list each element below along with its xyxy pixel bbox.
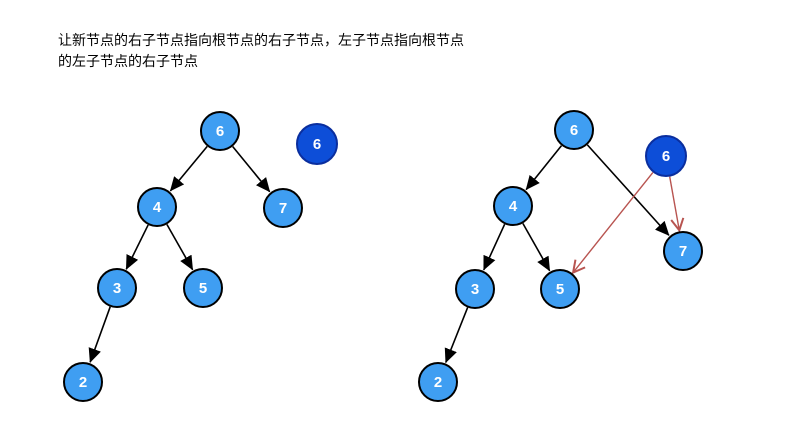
node-circle-right-2 (418, 362, 458, 402)
tree-node-left-new-6: 6 (296, 123, 338, 165)
edge-right-6-to-right-4 (525, 145, 563, 191)
edge-right-new-6-to-right-7 (669, 176, 680, 231)
edge-left-3-to-left-2 (88, 306, 111, 363)
edge-left-6-to-left-7 (232, 145, 271, 193)
new-node-circle-right-new-6 (645, 135, 687, 177)
edge-left-4-to-left-5 (166, 223, 194, 271)
tree-node-left-7: 7 (263, 188, 303, 228)
node-circle-left-7 (263, 188, 303, 228)
tree-node-left-4: 4 (137, 187, 177, 227)
tree-node-right-6: 6 (554, 110, 594, 150)
edge-right-4-to-right-5 (522, 223, 551, 272)
node-circle-left-2 (63, 362, 103, 402)
tree-node-right-2: 2 (418, 362, 458, 402)
caption-text: 让新节点的右子节点指向根节点的右子节点，左子节点指向根节点 的左子节点的右子节点 (58, 30, 464, 72)
node-circle-right-5 (540, 269, 580, 309)
tree-node-right-7: 7 (663, 231, 703, 271)
node-circle-left-5 (183, 268, 223, 308)
caption-line-1: 让新节点的右子节点指向根节点的右子节点，左子节点指向根节点 (58, 32, 464, 48)
edge-left-4-to-left-3 (125, 224, 149, 270)
tree-node-left-2: 2 (63, 362, 103, 402)
tree-edges (88, 144, 680, 364)
edge-right-4-to-right-3 (483, 223, 506, 271)
node-circle-right-6 (554, 110, 594, 150)
tree-node-right-5: 5 (540, 269, 580, 309)
node-circle-left-4 (137, 187, 177, 227)
tree-node-left-3: 3 (97, 268, 137, 308)
node-circle-right-4 (493, 186, 533, 226)
node-circle-left-3 (97, 268, 137, 308)
tree-node-left-6: 6 (200, 111, 240, 151)
tree-node-right-4: 4 (493, 186, 533, 226)
caption-line-2: 的左子节点的右子节点 (58, 53, 198, 69)
edge-right-3-to-right-2 (444, 307, 469, 364)
node-circle-right-7 (663, 231, 703, 271)
tree-node-right-new-6: 6 (645, 135, 687, 177)
edge-right-6-to-right-7 (586, 144, 670, 236)
tree-node-right-3: 3 (455, 269, 495, 309)
node-circle-right-3 (455, 269, 495, 309)
edge-left-6-to-left-4 (169, 145, 208, 192)
edge-right-new-6-to-right-5 (573, 171, 654, 272)
node-circle-left-6 (200, 111, 240, 151)
new-node-circle-left-new-6 (296, 123, 338, 165)
tree-node-left-5: 5 (183, 268, 223, 308)
